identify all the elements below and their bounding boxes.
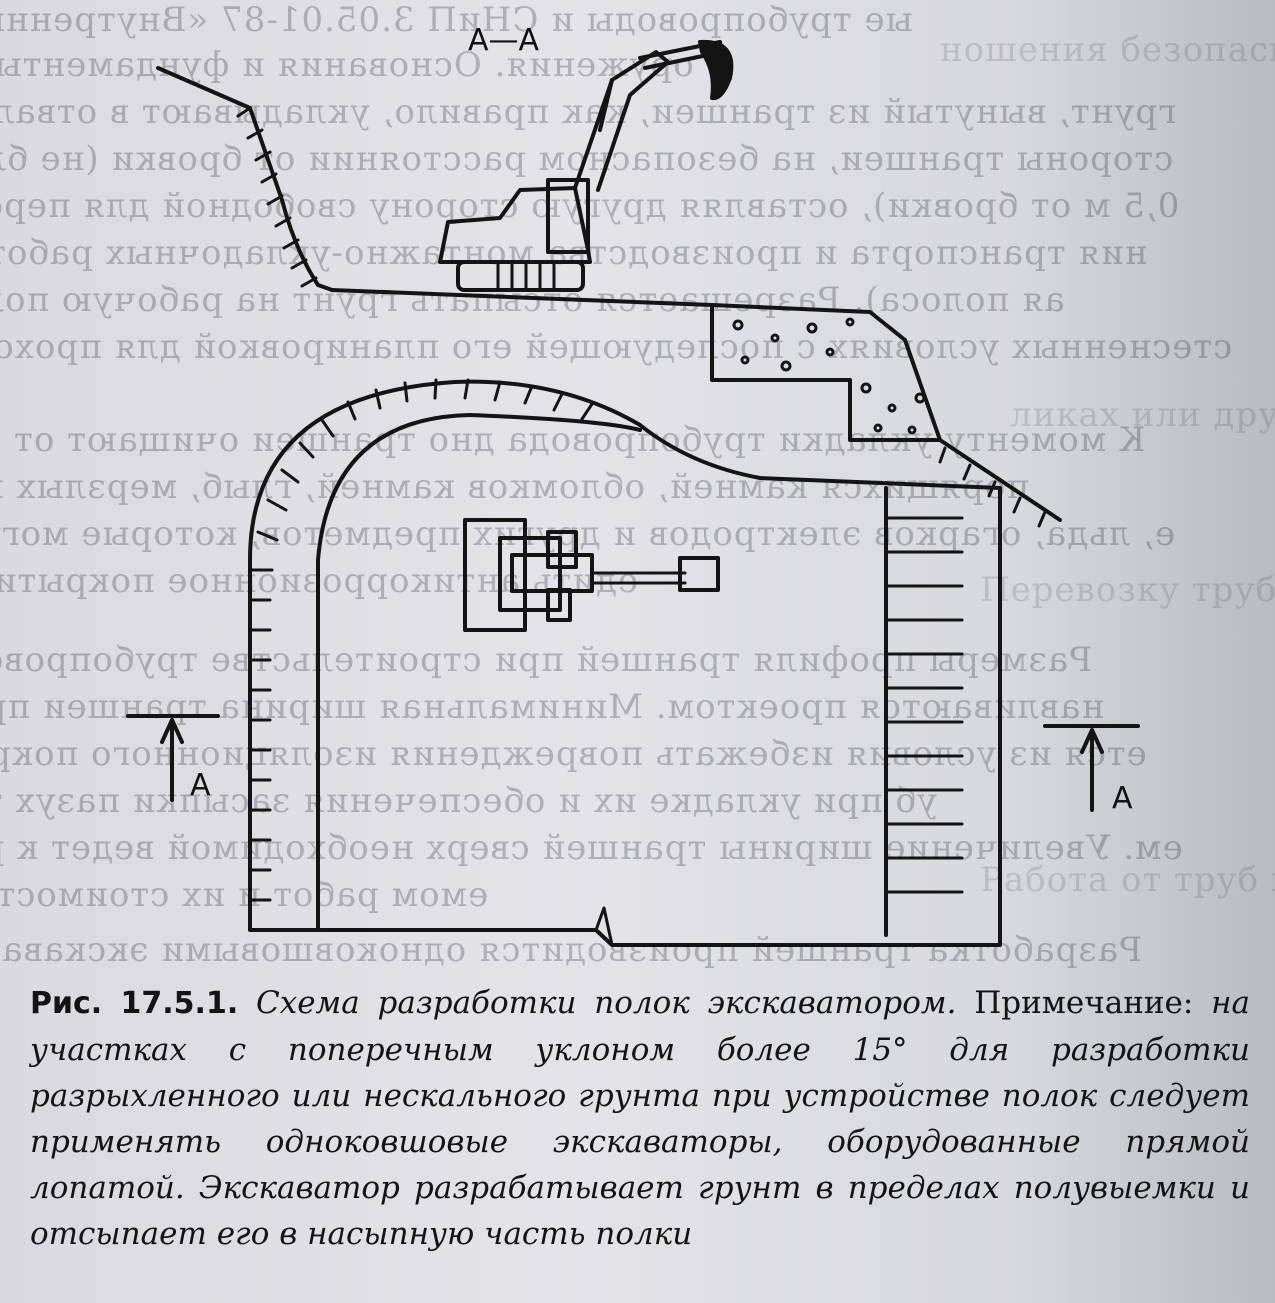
- shelf-ground-line: [330, 288, 714, 307]
- shelf-step-slope: [710, 303, 1062, 522]
- note-label: Примечание:: [974, 985, 1194, 1021]
- section-marker-label-right: А: [1112, 781, 1133, 816]
- plan-hatch-left: [248, 378, 594, 932]
- excavator-side-view: [438, 39, 734, 292]
- section-marker-right: А: [1043, 724, 1140, 816]
- plan-view: А А: [126, 378, 1140, 947]
- figure-number: Рис. 17.5.1.: [30, 986, 239, 1021]
- trench-excavation-diagram: А—А: [126, 23, 1140, 947]
- fill-texture: [732, 317, 926, 435]
- excavator-plan-view: [463, 518, 720, 632]
- hillside-slope-left: [156, 66, 334, 292]
- section-marker-left: А: [126, 714, 220, 803]
- figure-caption: Рис. 17.5.1. Схема разработки полок экск…: [30, 980, 1250, 1257]
- embankment-fill: [710, 303, 942, 442]
- plan-hatch-right: [884, 516, 964, 894]
- note-text: на участках с поперечным уклоном более 1…: [30, 985, 1250, 1252]
- figure-title: Схема разработки полок экскаватором.: [256, 985, 957, 1021]
- cross-section-view: А—А: [156, 23, 1062, 528]
- plan-outer-outline: [248, 379, 1002, 947]
- section-label: А—А: [468, 23, 540, 58]
- plan-inner-pit: [316, 413, 642, 932]
- section-marker-label-left: А: [190, 768, 211, 803]
